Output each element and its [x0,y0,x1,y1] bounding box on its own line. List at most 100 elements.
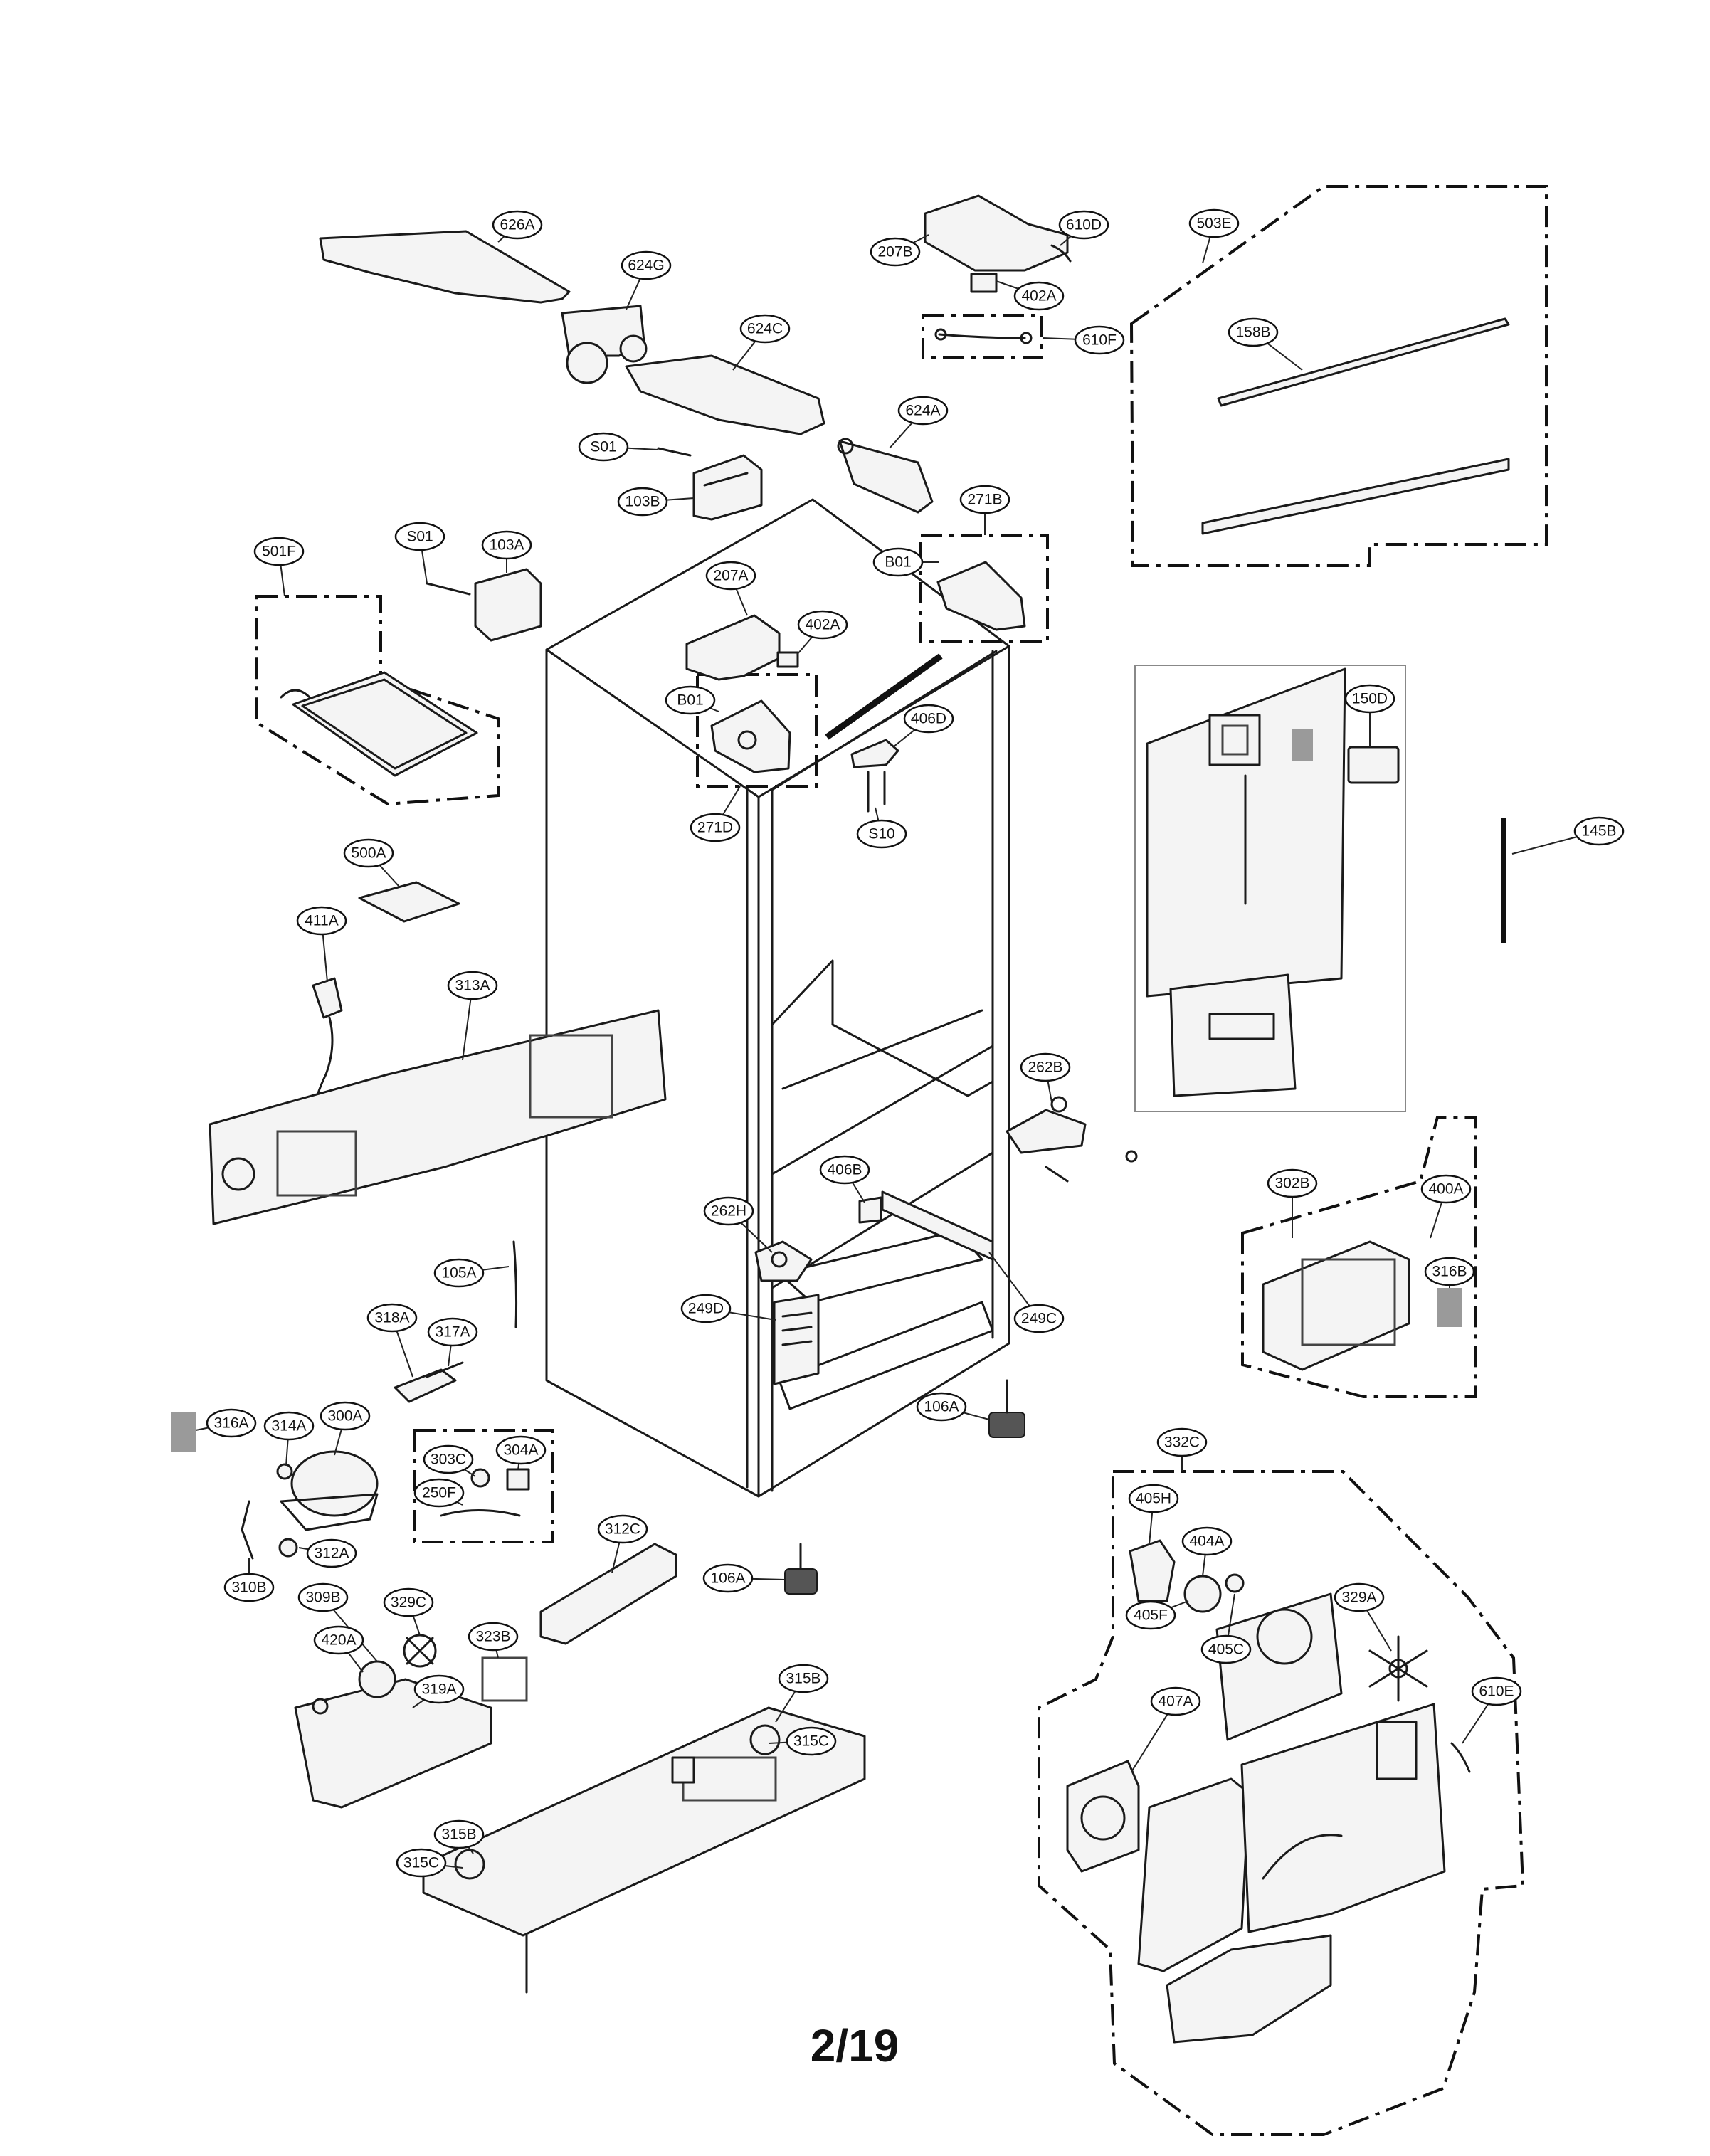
callout-ring [702,1563,754,1593]
callout-text: 405F [1134,1607,1168,1624]
callout-624G: 624G [621,250,672,280]
callout-text: 304A [503,1442,538,1459]
callout-text: 145B [1581,823,1616,840]
callout-ring [739,314,791,344]
part-411A-power-cord [312,977,343,1104]
callout-ring [495,1435,547,1465]
callout-312A: 312A [306,1538,357,1568]
refrigerator-cabinet [545,498,1010,1498]
part-420A-motor [312,1660,396,1715]
callout-271D: 271D [690,813,741,842]
callout-250F: 250F [413,1478,465,1508]
part-315-base-plate [422,1706,866,1994]
callout-ring [1125,1600,1176,1630]
part-300A-compressor [280,1450,379,1531]
callout-text: 249D [688,1301,724,1317]
part-329C-fan [403,1634,437,1668]
callout-317A: 317A [427,1317,478,1347]
callout-ring [578,432,629,462]
callout-ring [1200,1634,1252,1664]
callout-text: 318A [374,1310,409,1326]
callout-262B: 262B [1020,1052,1071,1082]
callout-text: 329C [391,1595,426,1611]
part-103B-filter-cover [692,454,763,521]
leveling-foot-106A-upper [988,1379,1025,1438]
callout-316B: 316B [1424,1257,1475,1286]
callout-ring [253,537,305,566]
gasket-strip [825,653,943,740]
callout-407A: 407A [1150,1686,1201,1716]
callout-ring [1074,325,1125,355]
callout-626A: 626A [492,210,543,240]
callout-text: 411A [305,913,339,929]
screw-S01-top [657,447,692,457]
callout-ring [786,1726,837,1756]
callout-624C: 624C [739,314,791,344]
part-310B-pipe [241,1500,254,1560]
callout-ring [413,1674,465,1704]
callout-313A: 313A [447,971,498,1000]
callout-610E: 610E [1471,1676,1522,1706]
callout-text: 332C [1164,1434,1200,1451]
callout-ring [297,1582,349,1612]
page-number: 2/19 [810,2020,899,2071]
callout-ring [413,1478,465,1508]
part-405H-bracket [1129,1539,1176,1602]
callout-329C: 329C [383,1587,434,1617]
callout-420A: 420A [313,1625,364,1655]
callout-ring [872,547,924,577]
callout-ring [621,250,672,280]
boundary-332C [1038,1470,1525,2136]
callout-ring [617,487,668,517]
part-329A-fan-blade [1368,1635,1428,1702]
callout-500A: 500A [343,838,394,868]
callout-300A: 300A [320,1401,371,1431]
sensor-406D [850,739,899,768]
callout-ring [1181,1526,1233,1556]
wire-harness-610F [934,328,1033,344]
callout-503E: 503E [1188,208,1240,238]
callout-249C: 249C [1013,1304,1065,1333]
part-103A-filter-cover [474,568,542,642]
callout-145B: 145B [1573,816,1625,846]
callout-315B-upper: 315B [778,1664,829,1693]
callout-text: 105A [441,1265,476,1282]
screw-S10 [867,771,886,813]
callout-text: 400A [1428,1181,1463,1198]
callout-text: 610D [1066,217,1102,233]
callout-ring [959,485,1010,514]
boundary-503E [1129,185,1548,567]
boundary-271D [696,673,818,788]
part-313A-back-cover [209,1009,667,1225]
callout-304A: 304A [495,1435,547,1465]
callout-S01-left: S01 [394,522,445,551]
callout-411A: 411A [296,906,347,936]
callout-ring [1058,210,1109,240]
boundary-271B [919,534,1049,643]
part-503E-strip [1201,458,1510,535]
callout-ring [1471,1676,1522,1706]
callout-315C-upper: 315C [786,1726,837,1756]
callout-S01-top: S01 [578,432,629,462]
callout-B01-left: B01 [665,685,716,715]
part-500A-board [358,881,460,923]
callout-text: 404A [1189,1533,1224,1550]
callout-text: 610E [1479,1684,1514,1700]
callout-text: B01 [677,692,703,709]
callout-text: B01 [885,554,911,571]
callout-text: S01 [406,529,433,545]
rail-249C [881,1190,994,1261]
part-624A-cylinder [837,438,934,514]
callout-ring [1156,1427,1208,1457]
callout-text: 150D [1352,691,1388,707]
callout-ring [903,704,954,734]
callout-text: 207B [877,244,912,260]
callout-ring [492,210,543,240]
callout-ring [1344,684,1395,714]
callout-314A: 314A [263,1411,315,1441]
sensor-406B [858,1196,882,1224]
callout-ring [1150,1686,1201,1716]
part-316B-pad [1437,1288,1462,1327]
callout-ring [703,1196,754,1226]
callout-ring [447,971,498,1000]
